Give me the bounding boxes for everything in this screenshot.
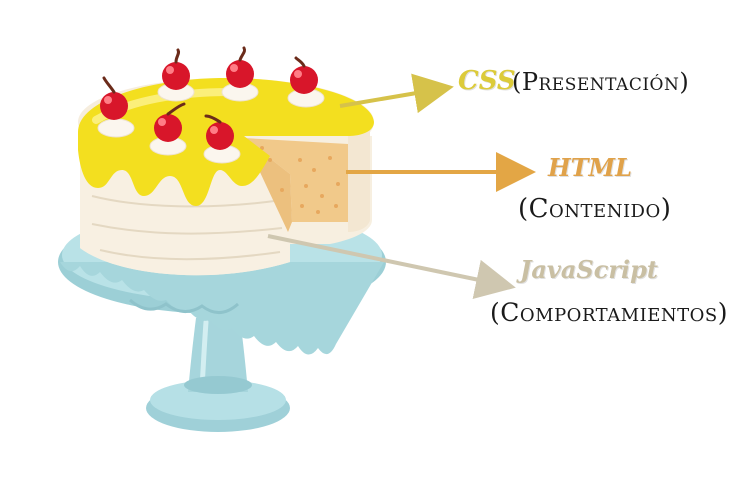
arrow-css [339, 73, 454, 114]
label-js-tech: JavaScript [520, 255, 658, 284]
arrow-js [267, 234, 516, 300]
label-html-desc: (Contenido) [518, 194, 672, 224]
label-css-tech: CSS [458, 66, 516, 96]
label-html-tech: HTML [548, 153, 632, 182]
label-js-desc: (Comportamientos) [490, 298, 728, 327]
label-css-desc: (Presentación) [512, 68, 690, 96]
cherry-toppings [97, 46, 325, 164]
